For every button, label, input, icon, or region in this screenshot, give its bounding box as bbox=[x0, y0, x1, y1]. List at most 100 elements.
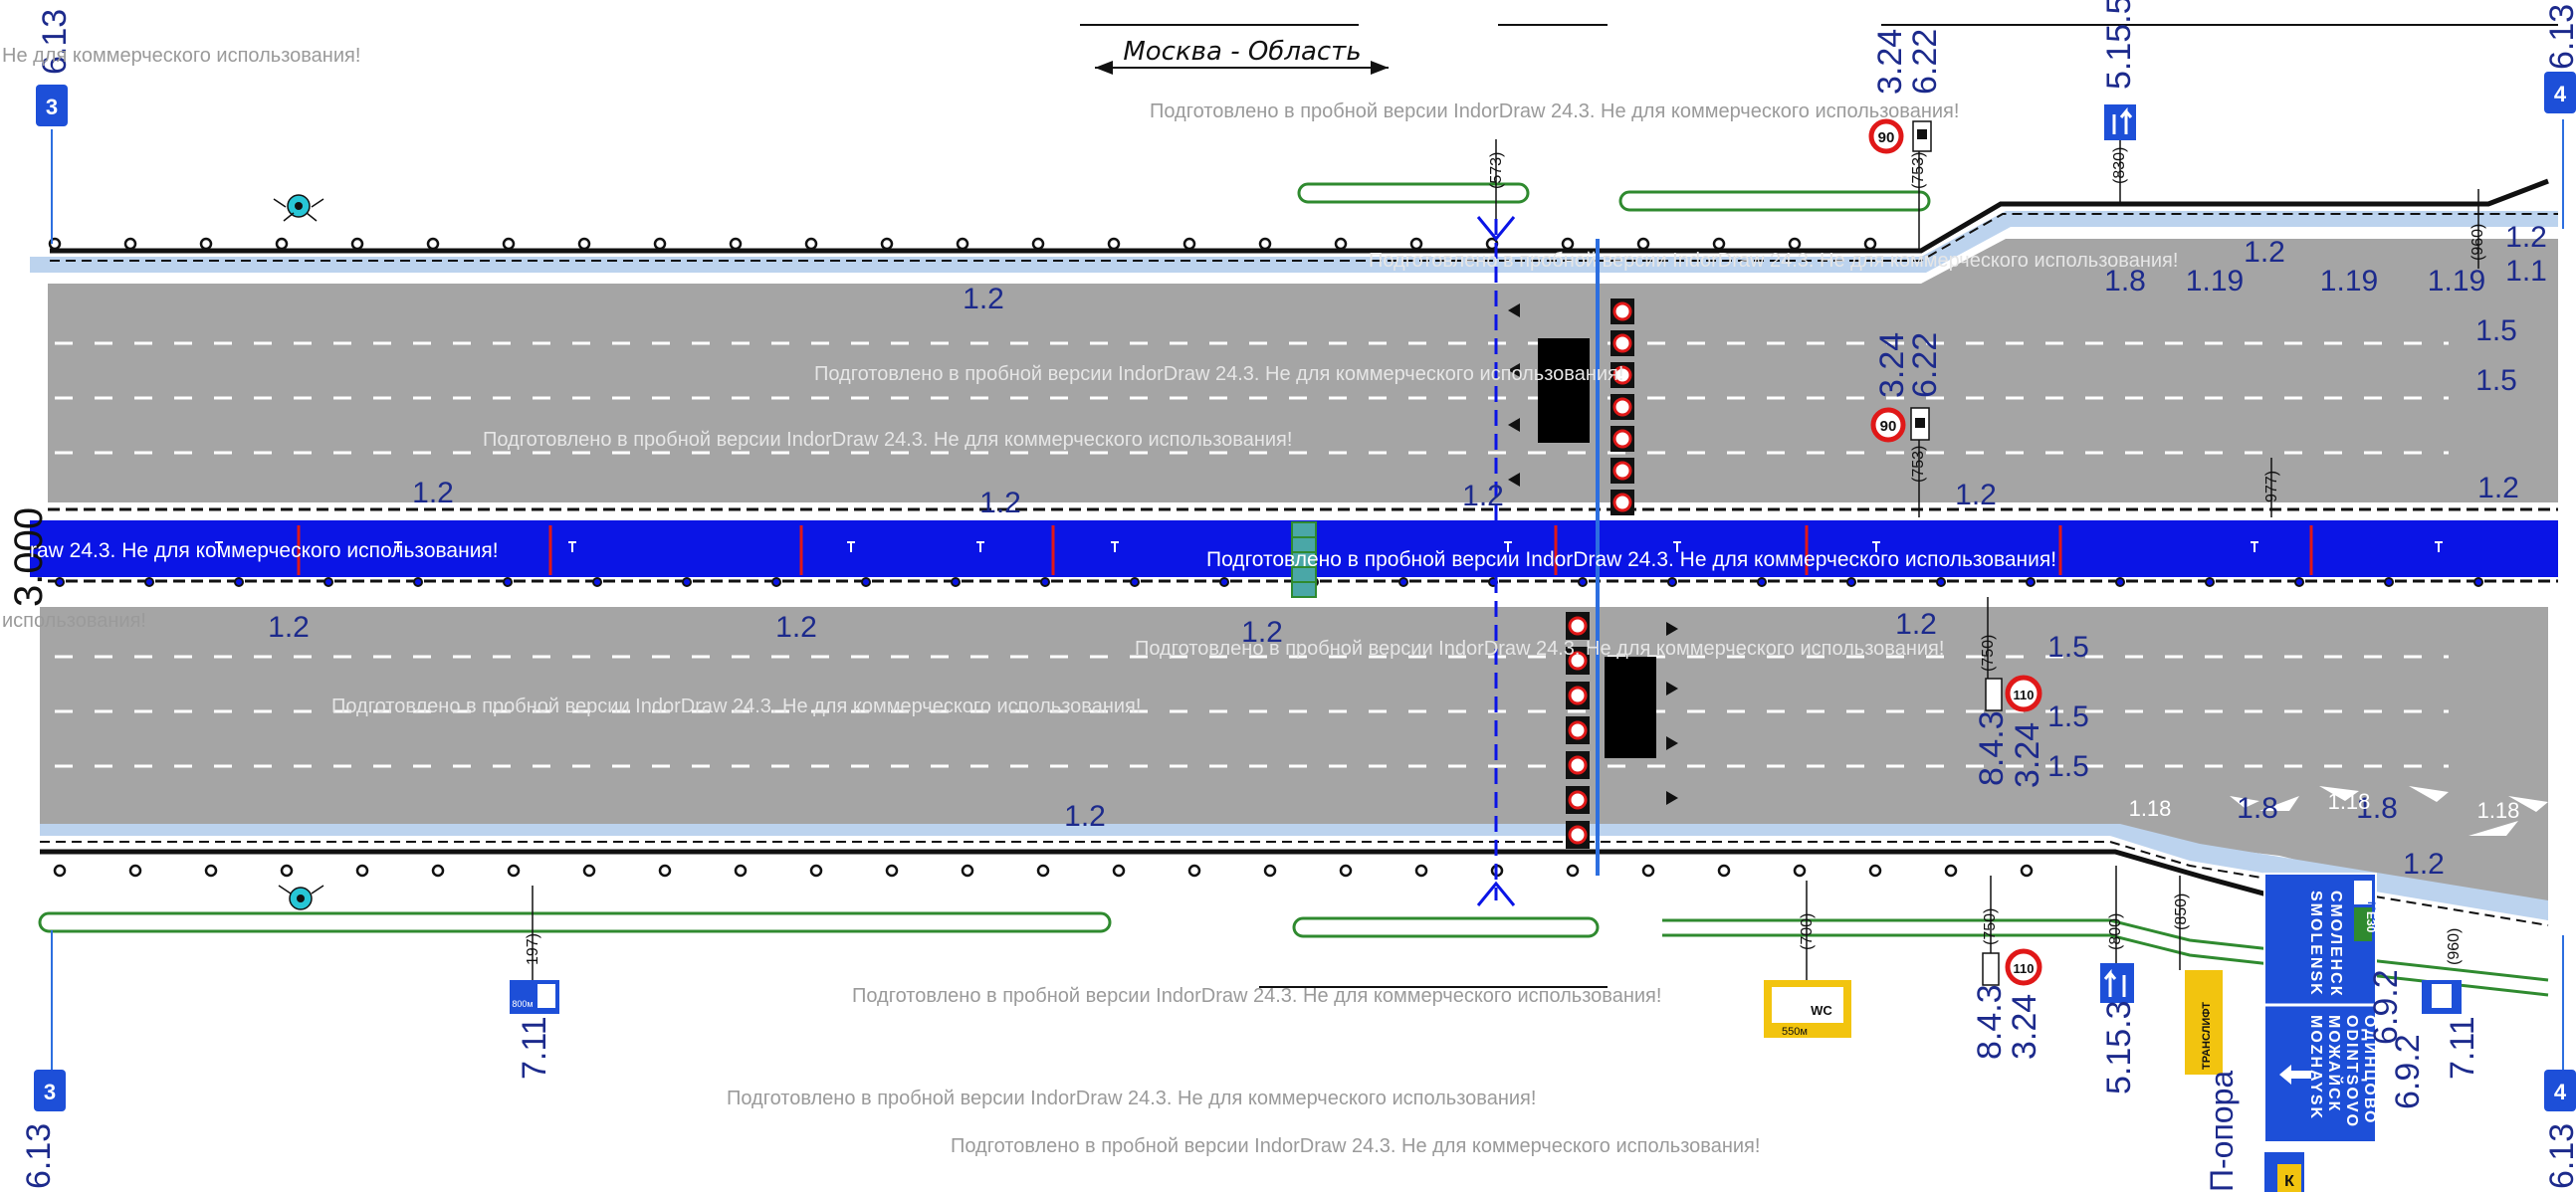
median-post bbox=[682, 577, 692, 587]
barrier-post bbox=[1944, 864, 1958, 878]
median-post bbox=[2384, 577, 2394, 587]
bottom-edge-line bbox=[40, 841, 2549, 926]
watermark-8: Подготовлено в пробной версии IndorDraw … bbox=[727, 1088, 1536, 1109]
top-edge-marking bbox=[48, 235, 2558, 284]
watermark-6: Подготовлено в пробной версии IndorDraw … bbox=[331, 695, 1141, 717]
km-post-left-bottom-value: 3 bbox=[44, 1080, 56, 1104]
signal-light bbox=[1612, 333, 1632, 353]
marking-label: 1.19 bbox=[2428, 265, 2485, 298]
sign-partial-bottom-yellow bbox=[2277, 1164, 2301, 1192]
barrier-post bbox=[956, 237, 969, 251]
barrier-post bbox=[1788, 237, 1802, 251]
barrier-post bbox=[1793, 864, 1807, 878]
sign-id-3-24-lower: 3.24 bbox=[2009, 722, 2046, 788]
marking-label-small: 1.18 bbox=[2477, 798, 2520, 823]
median-light-icon bbox=[976, 541, 984, 552]
watermark-7: Подготовлено в пробной версии IndorDraw … bbox=[852, 985, 1661, 1007]
speed-limit-bottom-value: 110 bbox=[2014, 961, 2035, 976]
signal-light bbox=[1612, 397, 1632, 417]
top-edge-line bbox=[50, 213, 2558, 262]
sign-id-3-24-mid: 3.24 bbox=[1873, 332, 1911, 398]
barrier-post bbox=[1112, 864, 1126, 878]
barrier-post bbox=[734, 864, 748, 878]
median-post bbox=[592, 577, 602, 587]
median-post bbox=[1667, 577, 1677, 587]
service-info-sign-panel bbox=[1772, 987, 1843, 1023]
median-post bbox=[1130, 577, 1140, 587]
lane-dash-lines bbox=[55, 341, 2449, 768]
median-post bbox=[1578, 577, 1588, 587]
km-post-right-bottom-value: 4 bbox=[2554, 1080, 2567, 1104]
watermark-3: Подготовлено в пробной версии IndorDraw … bbox=[814, 363, 1623, 385]
watermark-1: Подготовлено в пробной версии IndorDraw … bbox=[1150, 100, 1959, 122]
median-post bbox=[55, 577, 65, 587]
signal-light bbox=[1568, 825, 1588, 845]
direction-line-3: ОДИНЦОВО bbox=[2361, 1015, 2378, 1124]
sign-id-8-4-3-bottom: 8.4.3 bbox=[1971, 984, 2009, 1060]
median-post bbox=[1846, 577, 1856, 587]
picket-753-top: (753) bbox=[1910, 152, 1927, 189]
sign-id-3-24-bottom: 3.24 bbox=[2006, 994, 2043, 1060]
barrier-post bbox=[880, 237, 894, 251]
speed-limit-mid-value: 90 bbox=[1880, 418, 1897, 435]
median-post bbox=[861, 577, 871, 587]
barrier-post bbox=[1641, 864, 1655, 878]
marking-label: 1.2 bbox=[1064, 800, 1106, 833]
marking-label: 1.2 bbox=[268, 611, 310, 644]
barrier-post bbox=[53, 864, 67, 878]
marking-label: 1.2 bbox=[2505, 221, 2547, 254]
signal-light bbox=[1612, 365, 1632, 385]
km-post-left-top-value: 3 bbox=[46, 95, 58, 119]
signal-light bbox=[1568, 616, 1588, 636]
picket-960-bottom: (960) bbox=[2446, 928, 2463, 965]
marking-label: 1.19 bbox=[2320, 265, 2378, 298]
top-shoulder bbox=[30, 211, 2558, 273]
marking-label: 1.2 bbox=[2244, 236, 2285, 269]
median-post bbox=[2026, 577, 2036, 587]
median-post bbox=[2473, 577, 2483, 587]
marking-label: 1.8 bbox=[2356, 792, 2398, 825]
crossing-block-lower bbox=[1605, 657, 1656, 758]
camera-pole-top-arms bbox=[273, 198, 324, 222]
median-post bbox=[1040, 577, 1050, 587]
barrier-post bbox=[431, 864, 445, 878]
sign-id-6-13-right-bottom: 6.13 bbox=[2543, 1123, 2576, 1189]
barrier-post bbox=[961, 864, 974, 878]
signal-light bbox=[1612, 429, 1632, 449]
sign-id-7-11-right: 7.11 bbox=[2444, 1016, 2481, 1080]
picket-750-bottom: (750) bbox=[1982, 908, 1999, 945]
crossing-block-upper bbox=[1538, 338, 1590, 443]
direction-sign-arrow-icon bbox=[2279, 1065, 2311, 1085]
lane-arrows-icon bbox=[2112, 106, 2133, 134]
tow-sign-lower bbox=[1985, 678, 2003, 711]
median-light-icon bbox=[394, 541, 402, 552]
median-post bbox=[1936, 577, 1946, 587]
sign-id-6-9-2-a: 6.9.2 bbox=[2367, 969, 2405, 1045]
marking-label: 1.8 bbox=[2237, 792, 2278, 825]
barrier-post bbox=[1258, 237, 1272, 251]
watermark-blue-left: raw 24.3. Не для коммерческого использов… bbox=[30, 539, 499, 562]
picket-700: (700) bbox=[1799, 913, 1816, 950]
signal-light bbox=[1568, 755, 1588, 775]
barrier-post bbox=[204, 864, 218, 878]
sign-id-7-11-left: 7.11 bbox=[516, 1016, 553, 1080]
signal-light bbox=[1568, 720, 1588, 740]
median-post bbox=[144, 577, 154, 587]
sign-id-6-22-top: 6.22 bbox=[1906, 29, 1944, 95]
brand-sign-text: ТРАНСЛИФТ bbox=[2201, 1002, 2213, 1070]
median-light-icon bbox=[1673, 541, 1681, 552]
km-post-right-bottom bbox=[2544, 1070, 2576, 1111]
watermark-9: Подготовлено в пробной версии IndorDraw … bbox=[951, 1135, 1760, 1157]
marking-label: 1.2 bbox=[775, 611, 817, 644]
marking-label: 1.19 bbox=[2186, 265, 2244, 298]
sign-id-6-13-left-bottom: 6.13 bbox=[20, 1123, 58, 1189]
barrier-post bbox=[502, 237, 516, 251]
barrier-post bbox=[123, 237, 137, 251]
marking-label: 1.2 bbox=[979, 487, 1021, 519]
km-post-right-top-value: 4 bbox=[2554, 82, 2567, 106]
speed-limit-top-value: 90 bbox=[1878, 129, 1895, 146]
watermark-5: Подготовлено в пробной версии IndorDraw … bbox=[1135, 638, 1944, 660]
median-post bbox=[2294, 577, 2304, 587]
watermark-blue-center: Подготовлено в пробной версии IndorDraw … bbox=[1206, 548, 2056, 571]
barrier-post bbox=[1712, 237, 1726, 251]
